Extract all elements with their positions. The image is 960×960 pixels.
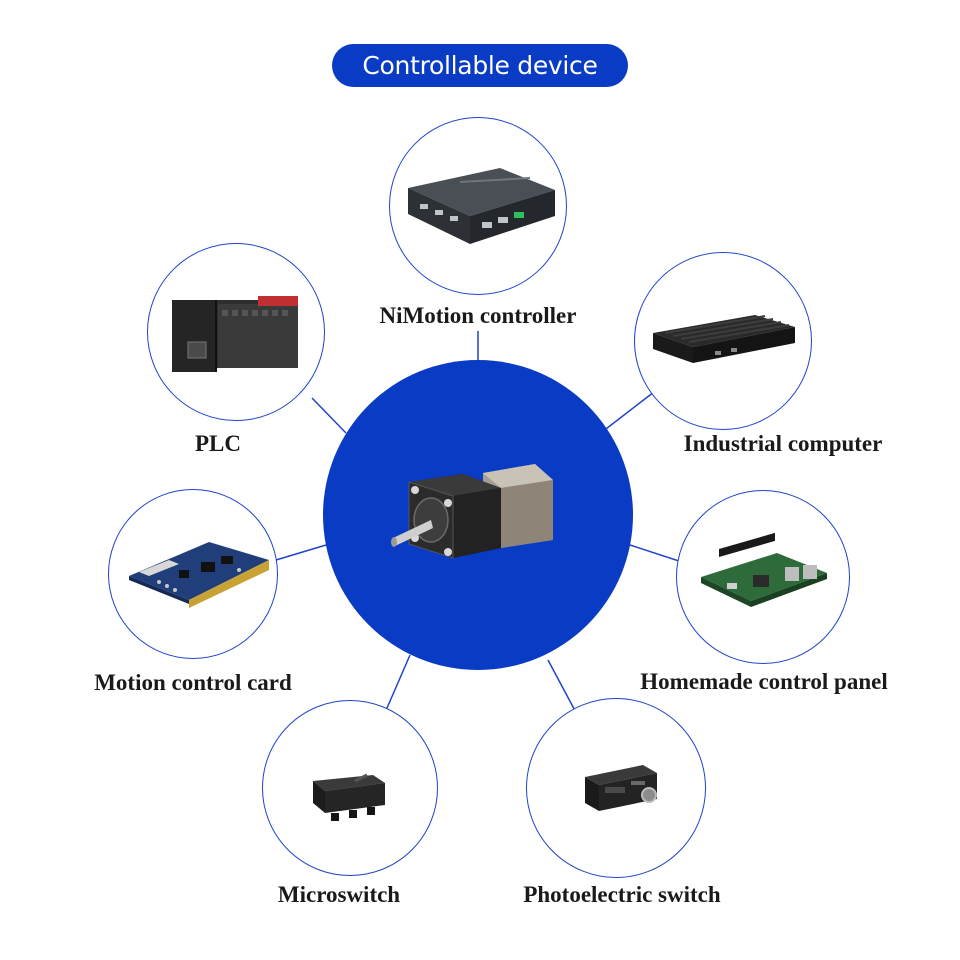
- connector-plc: [311, 397, 347, 434]
- connector-homemade: [629, 544, 683, 563]
- label-photoelectric: Photoelectric switch: [523, 882, 721, 907]
- node-homemade: [676, 490, 850, 664]
- title-badge: Controllable device: [332, 44, 628, 87]
- connector-microswitch: [383, 654, 411, 716]
- label-plc: PLC: [195, 431, 241, 456]
- node-plc: [147, 243, 325, 421]
- node-motioncard: [108, 489, 278, 659]
- label-homemade: Homemade control panel: [640, 669, 888, 694]
- node-industrial: [634, 252, 812, 430]
- connector-industrial: [601, 391, 655, 433]
- node-microswitch: [262, 700, 438, 876]
- photoelectric-sensor-icon: [585, 765, 657, 811]
- label-industrial: Industrial computer: [683, 431, 883, 456]
- plc-icon: [172, 296, 298, 372]
- controller-box-icon: [408, 168, 555, 244]
- label-motioncard: Motion control card: [94, 670, 292, 695]
- microswitch-icon: [313, 773, 385, 821]
- label-nimotion: NiMotion controller: [379, 303, 577, 328]
- central-hub: [323, 360, 633, 670]
- node-photoelectric: [526, 698, 706, 878]
- connector-motioncard: [275, 544, 327, 561]
- label-microswitch: Microswitch: [277, 882, 401, 907]
- pcb-card-icon: [129, 542, 269, 608]
- node-nimotion: [389, 117, 567, 295]
- single-board-computer-icon: [701, 532, 827, 607]
- motor-icon: [391, 464, 553, 559]
- industrial-pc-icon: [653, 315, 795, 363]
